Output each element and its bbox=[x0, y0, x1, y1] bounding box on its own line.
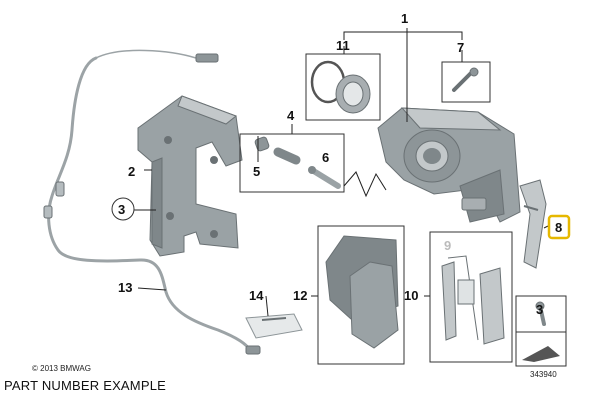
copyright-text: © 2013 BMWAG bbox=[32, 364, 91, 373]
brake-pad-set bbox=[317, 225, 405, 365]
bolt-detail-frame bbox=[515, 295, 567, 367]
callout-3-circle bbox=[111, 197, 135, 221]
bleeder-valve bbox=[441, 61, 491, 103]
callout-1: 1 bbox=[401, 11, 408, 26]
callout-2: 2 bbox=[128, 164, 135, 179]
callout-9: 9 bbox=[444, 238, 451, 253]
brake-caliper bbox=[377, 107, 521, 223]
pad-retaining-clips bbox=[429, 231, 513, 363]
callout-10: 10 bbox=[404, 288, 418, 303]
callout-8: 8 bbox=[555, 220, 562, 235]
callout-7: 7 bbox=[457, 40, 464, 55]
callout-3: 3 bbox=[118, 202, 125, 217]
callout-11: 11 bbox=[336, 38, 350, 53]
callout-3-bolt: 3 bbox=[536, 302, 543, 317]
part-number-caption: PART NUMBER EXAMPLE bbox=[4, 378, 167, 393]
callout-13: 13 bbox=[118, 280, 132, 295]
callout-14: 14 bbox=[249, 288, 264, 303]
lubricant-paste-packet bbox=[245, 313, 303, 339]
piston-seal-frame bbox=[305, 53, 381, 121]
caliper-carrier bbox=[137, 95, 243, 257]
callout-4: 4 bbox=[287, 108, 295, 123]
piston-seal-kit bbox=[305, 53, 381, 121]
callout-6: 6 bbox=[322, 150, 329, 165]
callout-5: 5 bbox=[253, 164, 260, 179]
diagram-number: 343940 bbox=[530, 370, 557, 379]
caliper-spring-clip bbox=[519, 179, 547, 269]
callout-8-highlight bbox=[547, 214, 571, 240]
callout-12: 12 bbox=[293, 288, 307, 303]
callout-leader-lines bbox=[134, 28, 549, 317]
brake-wear-sensor-wire bbox=[43, 49, 261, 355]
